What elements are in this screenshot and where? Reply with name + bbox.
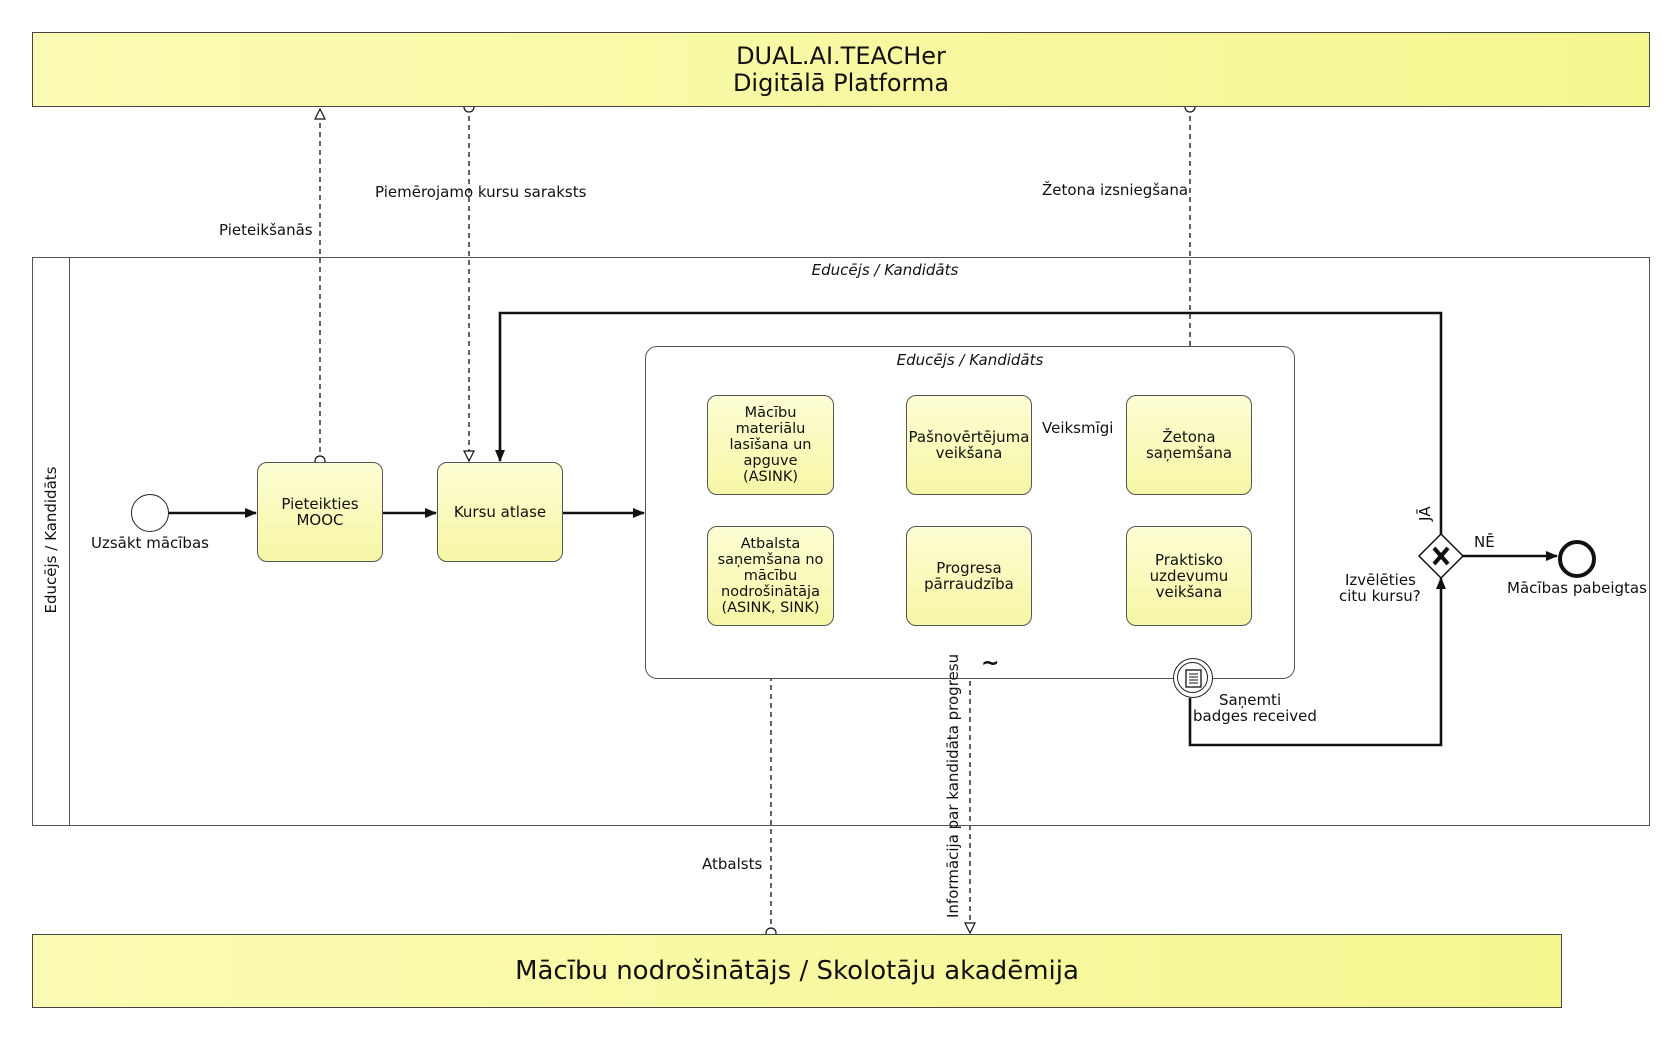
flow-boundary-to-gateway [1188, 577, 1446, 747]
task-pasnovertejuma: Pašnovērtējuma veikšana [906, 395, 1032, 495]
gateway-label-1: Izvēlēties [1345, 571, 1416, 589]
flow-label-veiksmigi: Veiksmīgi [1042, 419, 1114, 437]
lane-header-label: Educējs / Kandidāts [42, 466, 60, 614]
flow-label-pieteiksanas: Pieteikšanās [219, 221, 313, 239]
task-materialu-apguve: Mācību materiālu lasīšana un apguve (ASI… [707, 395, 834, 495]
subprocess-title: Educējs / Kandidāts [896, 351, 1044, 369]
boundary-label-2: badges received [1193, 707, 1317, 725]
boundary-message-event [1173, 658, 1213, 698]
gateway-x-icon [1432, 546, 1450, 566]
flow-label-zetona-izsniegsana: Žetona izsniegšana [1042, 181, 1189, 199]
provider-pool-title: Mācību nodrošinātājs / Skolotāju akadēmi… [515, 956, 1079, 986]
task-atbalsta-sanemsana: Atbalsta saņemšana no mācību nodrošinātā… [707, 526, 834, 626]
gateway-label-2: citu kursu? [1339, 587, 1421, 605]
start-event-label: Uzsākt mācības [91, 534, 209, 552]
task-zetona-sanemsana: Žetona saņemšana [1126, 395, 1252, 495]
task-progresa-parraudziba: Progresa pārraudzība [906, 526, 1032, 626]
gateway-yes-label: JĀ [1416, 506, 1434, 521]
adhoc-marker: ~ [981, 651, 1000, 676]
document-icon [1185, 669, 1202, 688]
end-event [1558, 540, 1596, 578]
exclusive-gateway [1417, 532, 1465, 580]
candidate-lane [32, 257, 1650, 826]
provider-pool: Mācību nodrošinātājs / Skolotāju akadēmi… [32, 934, 1562, 1008]
platform-pool-title: DUAL.AI.TEACHer [736, 41, 946, 70]
flow-label-atbalsts: Atbalsts [702, 855, 763, 873]
lane-header [32, 257, 70, 826]
task-praktisko-uzdevumu: Praktisko uzdevumu veikšana [1126, 526, 1252, 626]
task-kursu-atlase: Kursu atlase [437, 462, 563, 562]
platform-pool-subtitle: Digitālā Platforma [732, 68, 950, 97]
boundary-inner-ring [1177, 662, 1208, 693]
boundary-label-1: Saņemti [1219, 691, 1282, 709]
start-event [131, 494, 169, 532]
flow-label-piemerojamo: Piemērojamo kursu saraksts [375, 183, 587, 201]
task-pieteikties-mooc: Pieteikties MOOC [257, 462, 383, 562]
flow-gateway-yes-loop [495, 311, 1443, 535]
end-event-label: Mācības pabeigtas [1507, 579, 1647, 597]
platform-pool: DUAL.AI.TEACHer Digitālā Platforma [32, 32, 1650, 107]
lane-title: Educējs / Kandidāts [811, 261, 959, 279]
flow-label-informacija: Informācija par kandidāta progresu [944, 653, 962, 918]
gateway-no-label: NĒ [1474, 533, 1495, 551]
